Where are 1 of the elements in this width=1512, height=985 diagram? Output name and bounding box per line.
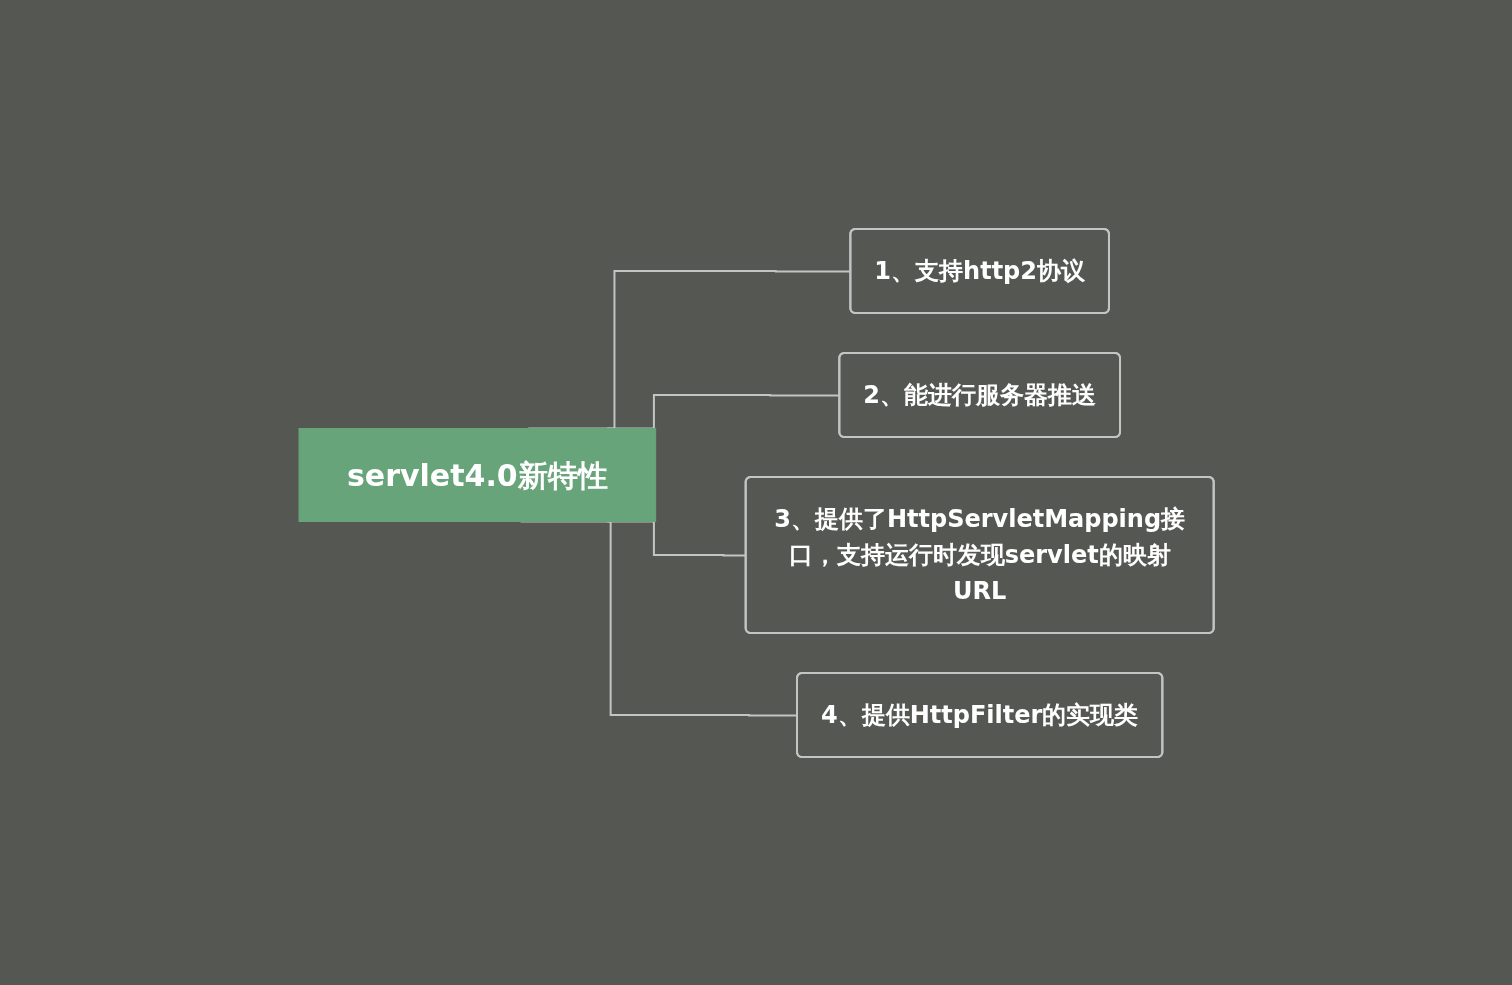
node-box: servlet4.0新特性 <box>298 427 656 522</box>
